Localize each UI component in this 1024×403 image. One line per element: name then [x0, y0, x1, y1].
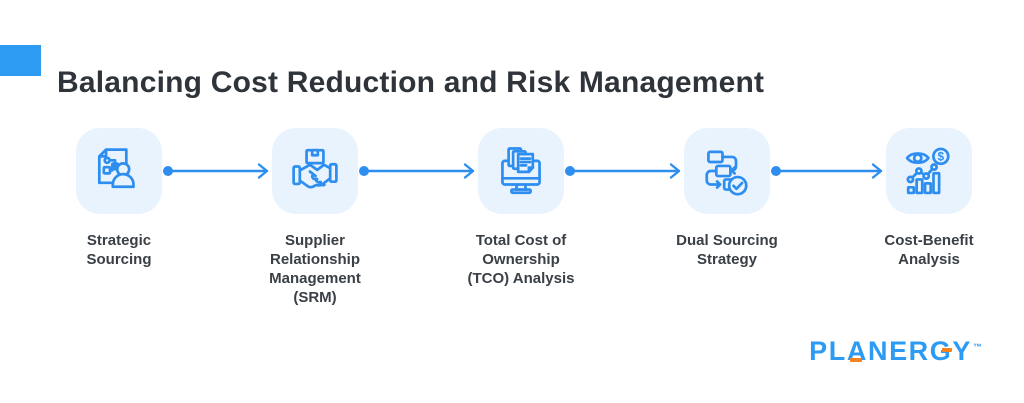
handshake-package-icon — [292, 148, 338, 189]
step-tile — [478, 128, 564, 214]
step-label: Dual Sourcing Strategy — [676, 232, 778, 268]
document-flowchart-person-icon — [97, 148, 135, 189]
flow-arrow-1 — [163, 163, 269, 179]
flow-step-strategic-sourcing: Strategic Sourcing — [24, 128, 214, 269]
step-tile — [272, 128, 358, 214]
svg-text:$: $ — [938, 149, 945, 163]
monitor-documents-icon — [501, 147, 541, 195]
step-tile — [76, 128, 162, 214]
page-title: Balancing Cost Reduction and Risk Manage… — [57, 66, 765, 100]
flow-arrow-3 — [565, 163, 681, 179]
logo-text: NER — [867, 336, 930, 366]
logo-a-accent — [849, 358, 862, 362]
logo-letter-g: G — [929, 336, 953, 366]
flow-step-dual-sourcing: Dual Sourcing Strategy — [632, 128, 822, 269]
title-accent-bar — [0, 45, 41, 76]
flow-step-tco-analysis: Total Cost of Ownership (TCO) Analysis — [426, 128, 616, 288]
step-label: Total Cost of Ownership (TCO) Analysis — [467, 232, 575, 287]
logo-trademark: ™ — [973, 342, 982, 352]
flow-arrow-2 — [359, 163, 475, 179]
eye-dollar-barchart-icon: $ — [905, 147, 950, 195]
step-label: Strategic Sourcing — [86, 232, 152, 268]
flowchart-checkmark-icon — [705, 150, 748, 196]
logo-text: Y — [952, 336, 972, 366]
step-label: Supplier Relationship Management (SRM) — [269, 232, 361, 306]
flow-step-srm: Supplier Relationship Management (SRM) — [220, 128, 410, 307]
flow-arrow-4 — [771, 163, 883, 179]
logo-text: PL — [809, 336, 847, 366]
logo-g-accent — [942, 348, 953, 352]
step-tile — [684, 128, 770, 214]
step-label: Cost-Benefit Analysis — [884, 232, 974, 268]
step-tile: $ — [886, 128, 972, 214]
flow-step-cost-benefit: $ Cost-Benefit Analysis — [834, 128, 1024, 269]
